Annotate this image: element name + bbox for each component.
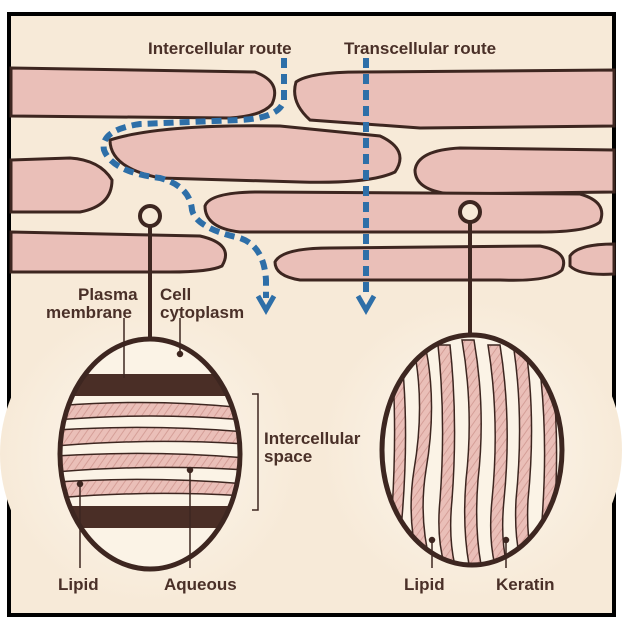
cell-layers <box>11 68 614 280</box>
plasma-label: Plasma <box>78 285 138 304</box>
cell <box>295 70 614 128</box>
lipid-left-label: Lipid <box>58 575 99 594</box>
cell <box>275 246 564 280</box>
intercellular-label: Intercellular <box>264 429 361 448</box>
cell <box>205 192 602 232</box>
intercellular-route-label: Intercellular route <box>148 39 292 58</box>
cell <box>11 232 226 272</box>
cell-label: Cell <box>160 285 191 304</box>
cell <box>110 126 400 183</box>
aqueous-label: Aqueous <box>164 575 237 594</box>
keratin-label: Keratin <box>496 575 555 594</box>
membrane-label: membrane <box>46 303 132 322</box>
cell <box>11 158 112 212</box>
lipid-right-label: Lipid <box>404 575 445 594</box>
cell <box>11 68 275 118</box>
transcellular-route-label: Transcellular route <box>344 39 496 58</box>
space-label: space <box>264 447 312 466</box>
cytoplasm-label: cytoplasm <box>160 303 244 322</box>
cell <box>415 148 614 194</box>
